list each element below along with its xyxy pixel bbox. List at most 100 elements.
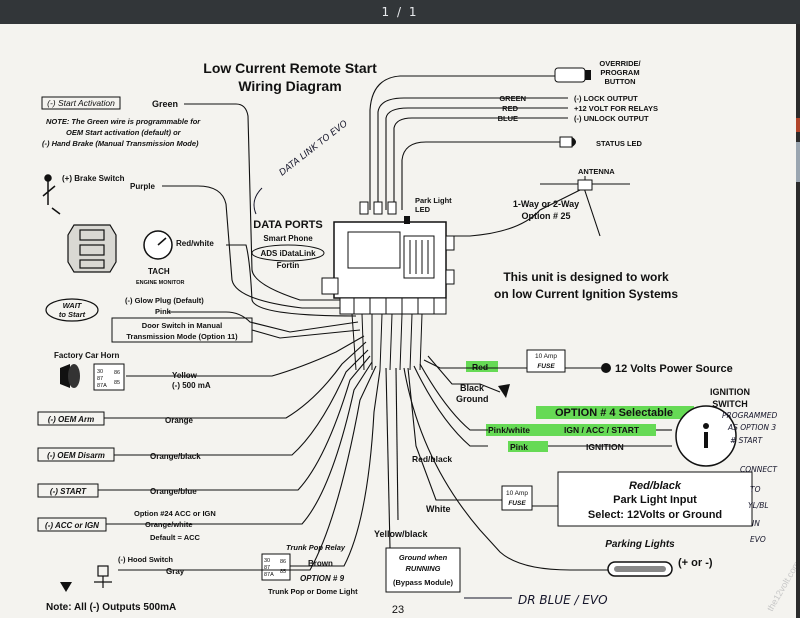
override-label-1: OVERRIDE/ xyxy=(599,59,641,68)
antenna-label: ANTENNA xyxy=(578,167,615,176)
svg-text:86: 86 xyxy=(280,559,286,565)
highlight-pink-white xyxy=(486,424,656,436)
svg-text:FUSE: FUSE xyxy=(537,363,555,370)
horn-icon xyxy=(60,364,80,388)
trunk-pop-dome-label: Trunk Pop or Dome Light xyxy=(268,587,358,596)
override-label-2: PROGRAM xyxy=(600,68,639,77)
svg-text:10 Amp: 10 Amp xyxy=(506,490,528,497)
ignition-switch-label-2: SWITCH xyxy=(712,399,748,409)
red-black-wire-label: Red/black xyxy=(412,454,452,464)
parking-light-icon xyxy=(607,561,673,577)
trunk-pop-relay-label: Trunk Pop Relay xyxy=(286,543,346,552)
red-power-wire-label: Red xyxy=(472,362,488,372)
svg-text:87: 87 xyxy=(264,565,270,571)
note-green-1: NOTE: The Green wire is programmable for xyxy=(46,117,201,126)
handwritten-dr-blue: DR BLUE / EVO xyxy=(518,593,608,607)
svg-text:10 Amp: 10 Amp xyxy=(535,353,557,360)
override-button-icon xyxy=(554,67,591,83)
ign-acc-start-label: IGN / ACC / START xyxy=(564,425,640,435)
side-tab-marker xyxy=(796,118,800,132)
note-green-3: (-) Hand Brake (Manual Transmission Mode… xyxy=(42,139,199,148)
handwritten-connect-5: EVO xyxy=(750,535,766,544)
park-input-label-2: Park Light Input xyxy=(613,494,697,506)
smart-phone-label: Smart Phone xyxy=(263,234,313,243)
start-activation-box xyxy=(41,96,121,110)
wait-label-1: WAIT xyxy=(63,301,83,310)
orange-black-wire-label: Orange/black xyxy=(150,452,201,461)
ground-when-label-2: RUNNING xyxy=(406,564,441,573)
way-label-1: 1-Way or 2-Way xyxy=(513,199,579,209)
ground-arrow xyxy=(498,384,510,398)
svg-text:85: 85 xyxy=(280,569,286,575)
red-white-wire-label: Red/white xyxy=(176,239,214,248)
wait-to-start-lamp xyxy=(45,298,99,322)
horn-relay: 30 87 87A 86 85 xyxy=(93,363,125,391)
option24-label-3: Default = ACC xyxy=(150,533,201,542)
option24-label-1: Option #24 ACC or IGN xyxy=(134,509,216,518)
wiring-diagram-page: Low Current Remote Start Wiring Diagram … xyxy=(0,24,796,618)
pink-wire-label: Pink xyxy=(510,442,528,452)
acc-ign-label: (-) ACC or IGN xyxy=(45,521,99,530)
ground-when-label-1: Ground when xyxy=(399,553,448,562)
fuse-park xyxy=(501,485,533,511)
ads-idatalink-label: ADS iDataLink xyxy=(260,249,316,258)
brake-switch-label: (+) Brake Switch xyxy=(62,174,125,183)
handwritten-programmed-3: # START xyxy=(730,436,764,445)
handwritten-connect-4: IN xyxy=(752,519,760,528)
wait-label-2: to Start xyxy=(59,310,86,319)
handwritten-programmed-1: PROGRAMMED xyxy=(722,411,777,420)
wire-harness xyxy=(98,103,672,571)
svg-text:86: 86 xyxy=(114,370,120,376)
engine-icon xyxy=(67,224,117,273)
start-label: (-) START xyxy=(50,487,87,496)
power-source-label: 12 Volts Power Source xyxy=(615,363,733,375)
handwritten-connect-1: CONNECT xyxy=(740,465,778,474)
title-line2: Wiring Diagram xyxy=(238,78,341,94)
white-wire-label: White xyxy=(426,504,451,514)
tach-label: TACH xyxy=(148,267,170,276)
ignition-switch-icon xyxy=(675,405,737,467)
ignition-switch-label-1: IGNITION xyxy=(710,387,750,397)
park-light-led-label-2: LED xyxy=(415,205,431,214)
glow-plug-label: (-) Glow Plug (Default) xyxy=(125,296,204,305)
yellow-ma-label: (-) 500 mA xyxy=(172,381,211,390)
svg-text:85: 85 xyxy=(114,380,120,386)
power-source-terminal xyxy=(601,363,611,373)
page-number: 23 xyxy=(392,604,404,616)
override-label-3: BUTTON xyxy=(604,77,635,86)
pink-wire-label-left: Pink xyxy=(155,307,172,316)
plus-minus-label: (+ or -) xyxy=(678,557,713,569)
park-light-led-label-1: Park Light xyxy=(415,196,452,205)
black-wire-label: Black xyxy=(460,383,485,393)
start-activation-label: (-) Start Activation xyxy=(47,98,115,108)
fuse-power xyxy=(526,349,566,373)
purple-wire-label: Purple xyxy=(130,182,155,191)
hood-switch-icon xyxy=(94,565,112,588)
red-output-wire: RED xyxy=(502,104,518,113)
oem-arm-label: (-) OEM Arm xyxy=(48,415,94,424)
engine-monitor-label: ENGINE MONITOR xyxy=(136,280,185,286)
highlight-option4 xyxy=(536,406,694,419)
orange-blue-wire-label: Orange/blue xyxy=(150,487,197,496)
data-ports-label: DATA PORTS xyxy=(253,219,322,231)
status-led-icon xyxy=(559,136,576,148)
oem-disarm-label: (-) OEM Disarm xyxy=(47,451,105,460)
park-input-label-3: Select: 12Volts or Ground xyxy=(588,509,722,521)
ignition-label: IGNITION xyxy=(586,442,624,452)
ground-label: Ground xyxy=(456,394,489,404)
brown-wire-label: Brown xyxy=(308,559,333,568)
trunk-relay: 30 87 87A 86 85 xyxy=(261,553,291,581)
svg-text:30: 30 xyxy=(97,369,103,375)
option4-label: OPTION # 4 Selectable xyxy=(555,407,673,419)
handwritten-programmed-2: AS OPTION 3 xyxy=(727,423,776,432)
idatalink-circle xyxy=(251,244,325,262)
upper-wires xyxy=(369,75,630,237)
door-switch-label-1: Door Switch in Manual xyxy=(142,321,222,330)
designed-label-2: on low Current Ignition Systems xyxy=(494,287,678,301)
page-indicator: 1 / 1 xyxy=(381,5,419,19)
orange-wire-label: Orange xyxy=(165,416,194,425)
fortin-label: Fortin xyxy=(277,261,300,270)
hood-switch-label: (-) Hood Switch xyxy=(118,555,173,564)
handwritten-data-link: DATA LINK TO EVO xyxy=(278,119,350,178)
unlock-output-label: (-) UNLOCK OUTPUT xyxy=(574,114,649,123)
